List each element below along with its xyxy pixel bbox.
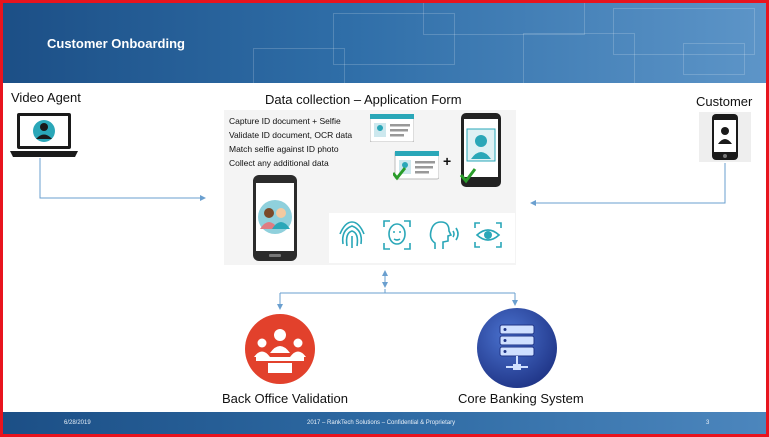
data-collection-title: Data collection – Application Form (265, 92, 462, 107)
id-card-icon (393, 151, 439, 181)
process-steps: Capture ID document + Selfie Validate ID… (229, 114, 352, 170)
step-item: Match selfie against ID photo (229, 144, 339, 154)
eye-scan-icon (474, 222, 502, 248)
step-item: Collect any additional data (229, 158, 329, 168)
header-banner: Customer Onboarding (3, 3, 766, 83)
face-scan-icon (383, 220, 411, 250)
core-banking-label: Core Banking System (458, 391, 584, 406)
plus-sign: + (443, 153, 452, 169)
footer-copyright: 2017 – RankTech Solutions – Confidential… (307, 420, 456, 426)
id-card-icon (370, 114, 414, 142)
back-office-label: Back Office Validation (222, 391, 348, 406)
footer-date: 6/28/2019 (64, 420, 91, 426)
page-title: Customer Onboarding (47, 36, 185, 51)
server-database-icon (477, 308, 557, 388)
video-agent-label: Video Agent (11, 90, 81, 105)
footer-bar: 6/28/2019 2017 – RankTech Solutions – Co… (3, 412, 766, 434)
biometrics-strip (329, 213, 515, 263)
step-item: Capture ID document + Selfie (229, 116, 341, 126)
laptop-agent-icon (10, 113, 78, 157)
customer-label: Customer (696, 94, 753, 109)
video-call-phone-icon (253, 175, 297, 261)
fingerprint-icon (339, 221, 365, 248)
footer-page-number: 3 (706, 420, 710, 426)
voice-recognition-icon (429, 221, 459, 249)
selfie-phone-icon (459, 113, 501, 187)
step-item: Validate ID document, OCR data (229, 130, 353, 140)
smartphone-customer-icon (699, 112, 751, 162)
flow-connectors (39, 158, 726, 310)
back-office-team-icon (245, 314, 315, 384)
